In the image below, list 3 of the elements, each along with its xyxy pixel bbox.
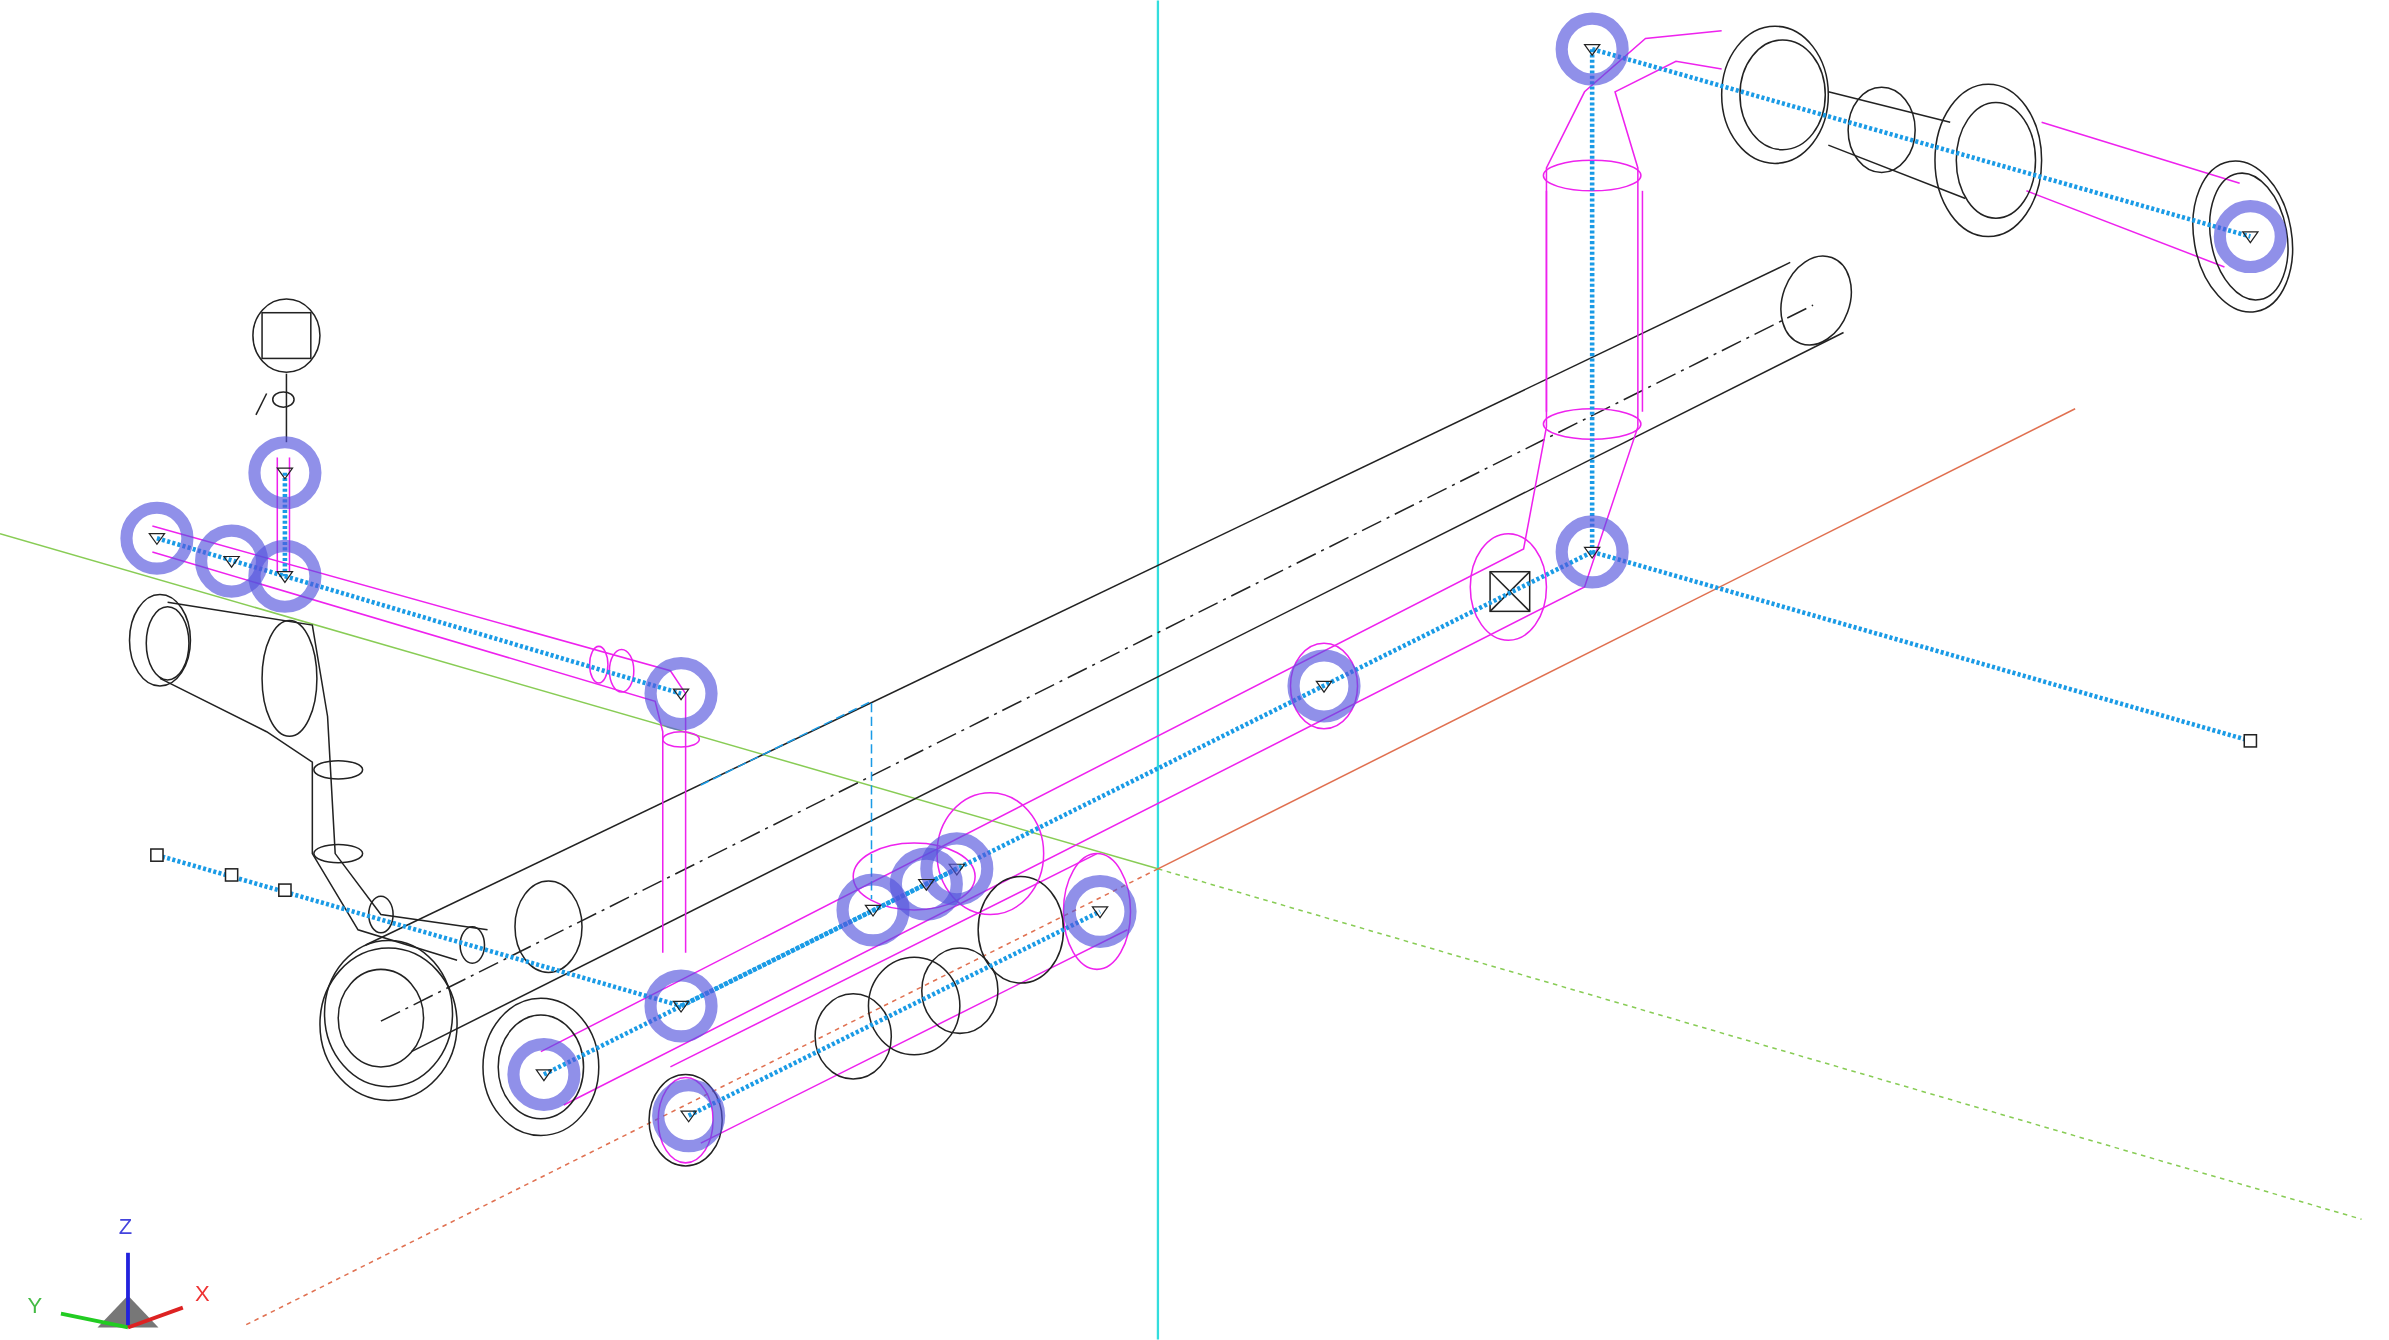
axis-label: Z bbox=[118, 1215, 133, 1238]
axis-label: X bbox=[195, 1282, 210, 1305]
axis-label: Y bbox=[27, 1295, 43, 1318]
